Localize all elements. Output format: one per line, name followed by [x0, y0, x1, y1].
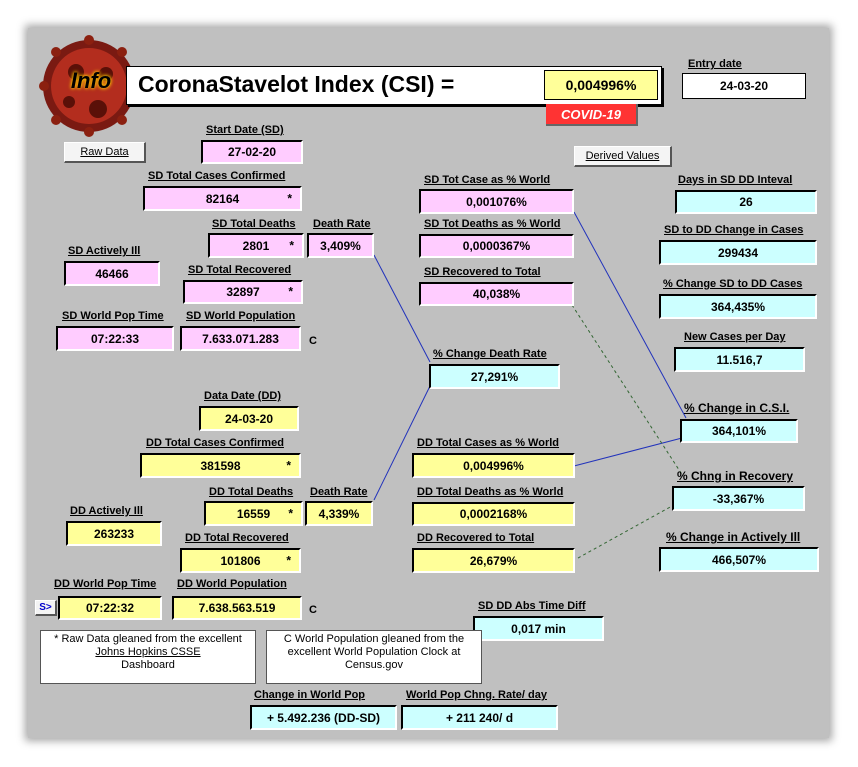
sd-tot-deaths-pct-label: SD Tot Deaths as % World	[424, 218, 561, 230]
days-interval-field[interactable]: 26	[675, 190, 817, 214]
sd-dd-change-cases-label: SD to DD Change in Cases	[664, 224, 804, 236]
dd-data-date-label: Data Date (DD)	[204, 390, 282, 402]
sd-total-recovered-label: SD Total Recovered	[188, 264, 292, 276]
sd-dd-change-cases-field[interactable]: 299434	[659, 240, 817, 265]
dd-total-recovered-field[interactable]: 101806 *	[180, 548, 301, 573]
raw-data-button[interactable]: Raw Data	[64, 142, 146, 163]
days-interval-label: Days in SD DD Inteval	[678, 174, 793, 186]
dd-total-deaths-value: 16559	[236, 506, 271, 521]
change-world-pop-label: Change in World Pop	[254, 689, 366, 701]
dd-recovered-total-label: DD Recovered to Total	[417, 532, 535, 544]
abs-time-diff-label: SD DD Abs Time Diff	[478, 600, 586, 612]
pct-chng-recovery-field[interactable]: -33,367%	[672, 486, 805, 511]
sd-total-deaths-label: SD Total Deaths	[212, 218, 296, 230]
pct-change-death-rate-label: % Change Death Rate	[433, 348, 547, 360]
sd-death-rate-field[interactable]: 3,409%	[307, 233, 374, 258]
derived-values-button[interactable]: Derived Values	[574, 146, 672, 167]
sd-total-deaths-field[interactable]: 2801 *	[208, 233, 304, 258]
dd-death-rate-label: Death Rate	[310, 486, 368, 498]
nav-small-button[interactable]: S>	[35, 600, 57, 616]
raw-data-mark: *	[289, 238, 294, 253]
abs-time-diff-field[interactable]: 0,017 min	[473, 616, 604, 641]
sd-start-date-field[interactable]: 27-02-20	[201, 140, 303, 164]
dd-total-cases-value: 381598	[200, 458, 241, 473]
dd-total-cases-pct-field[interactable]: 0,004996%	[412, 453, 575, 478]
sd-world-population-field[interactable]: 7.633.071.283	[180, 326, 301, 351]
sd-total-deaths-value: 2801	[242, 238, 270, 253]
census-mark: C	[309, 604, 317, 616]
entry-date-label: Entry date	[688, 58, 742, 70]
raw-data-mark: *	[286, 553, 291, 568]
dd-actively-ill-label: DD Actively Ill	[70, 505, 143, 517]
pct-change-death-rate-field[interactable]: 27,291%	[429, 364, 560, 389]
info-logo-text: Info	[70, 68, 112, 93]
dd-actively-ill-field[interactable]: 263233	[66, 521, 162, 546]
dd-world-population-label: DD World Population	[177, 578, 287, 590]
sd-total-cases-value: 82164	[205, 191, 240, 206]
dd-total-cases-label: DD Total Cases Confirmed	[146, 437, 284, 449]
page-title: CoronaStavelot Index (CSI) =	[138, 71, 455, 97]
dd-death-rate-field[interactable]: 4,339%	[305, 501, 373, 526]
sd-world-population-label: SD World Population	[186, 310, 296, 322]
dd-world-population-field[interactable]: 7.638.563.519	[172, 596, 302, 620]
dd-total-deaths-pct-field[interactable]: 0,0002168%	[412, 502, 575, 526]
sd-world-pop-time-field[interactable]: 07:22:33	[56, 326, 174, 351]
csi-value: 0,004996%	[544, 70, 658, 100]
pct-change-cases-field[interactable]: 364,435%	[659, 294, 817, 319]
pct-change-actively-ill-label: % Change in Actively Ill	[666, 530, 801, 544]
sd-tot-deaths-pct-field[interactable]: 0,0000367%	[419, 234, 574, 258]
sd-tot-case-pct-field[interactable]: 0,001076%	[419, 189, 574, 214]
pct-change-cases-label: % Change SD to DD Cases	[663, 278, 803, 290]
raw-data-mark: *	[286, 458, 291, 473]
dd-world-pop-time-label: DD World Pop Time	[54, 578, 157, 590]
sd-total-cases-field[interactable]: 82164 *	[143, 186, 302, 211]
covid-badge[interactable]: COVID-19	[546, 104, 638, 126]
dd-data-date-field[interactable]: 24-03-20	[199, 406, 299, 431]
world-pop-rate-field[interactable]: + 211 240/ d	[401, 705, 558, 730]
census-mark: C	[309, 335, 317, 347]
johns-hopkins-link[interactable]: Johns Hopkins CSSE	[95, 646, 201, 658]
sd-death-rate-label: Death Rate	[313, 218, 371, 230]
pct-change-csi-field[interactable]: 364,101%	[680, 419, 798, 443]
pct-change-actively-ill-field[interactable]: 466,507%	[659, 547, 819, 572]
pct-change-csi-label: % Change in C.S.I.	[684, 401, 790, 415]
dd-total-deaths-field[interactable]: 16559 *	[204, 501, 303, 526]
raw-data-note-suffix: Dashboard	[121, 659, 175, 671]
entry-date-field[interactable]: 24-03-20	[682, 73, 806, 99]
sd-tot-case-pct-label: SD Tot Case as % World	[424, 174, 551, 186]
raw-data-mark: *	[287, 191, 292, 206]
info-logo[interactable]: Info	[36, 34, 142, 138]
change-world-pop-field[interactable]: + 5.492.236 (DD-SD)	[250, 705, 397, 730]
sd-recovered-total-field[interactable]: 40,038%	[419, 282, 574, 306]
sd-recovered-total-label: SD Recovered to Total	[424, 266, 541, 278]
dd-total-recovered-value: 101806	[220, 553, 261, 568]
sd-total-recovered-value: 32897	[226, 285, 260, 299]
world-pop-note: C World Population gleaned from the exce…	[266, 630, 482, 684]
new-cases-per-day-label: New Cases per Day	[684, 331, 786, 343]
virus-icon	[39, 35, 139, 137]
raw-data-note-prefix: * Raw Data gleaned from the excellent	[54, 633, 242, 645]
sd-start-date-label: Start Date (SD)	[206, 124, 284, 136]
dd-total-deaths-label: DD Total Deaths	[209, 486, 294, 498]
dd-recovered-total-field[interactable]: 26,679%	[412, 548, 575, 573]
raw-data-mark: *	[288, 284, 293, 299]
sd-actively-ill-field[interactable]: 46466	[64, 261, 160, 286]
dd-total-cases-field[interactable]: 381598 *	[140, 453, 301, 478]
dd-total-recovered-label: DD Total Recovered	[185, 532, 289, 544]
dd-world-pop-time-field[interactable]: 07:22:32	[58, 596, 162, 620]
sd-total-cases-label: SD Total Cases Confirmed	[148, 170, 286, 182]
sd-actively-ill-label: SD Actively Ill	[68, 245, 141, 257]
sd-world-pop-time-label: SD World Pop Time	[62, 310, 164, 322]
world-pop-rate-label: World Pop Chng. Rate/ day	[406, 689, 547, 701]
raw-data-note: * Raw Data gleaned from the excellent Jo…	[40, 630, 256, 684]
pct-chng-recovery-label: % Chng in Recovery	[677, 469, 794, 483]
dd-total-cases-pct-label: DD Total Cases as % World	[417, 437, 560, 449]
sd-total-recovered-field[interactable]: 32897 *	[183, 280, 303, 304]
new-cases-per-day-field[interactable]: 11.516,7	[674, 347, 805, 372]
raw-data-mark: *	[288, 506, 293, 521]
dd-total-deaths-pct-label: DD Total Deaths as % World	[417, 486, 564, 498]
